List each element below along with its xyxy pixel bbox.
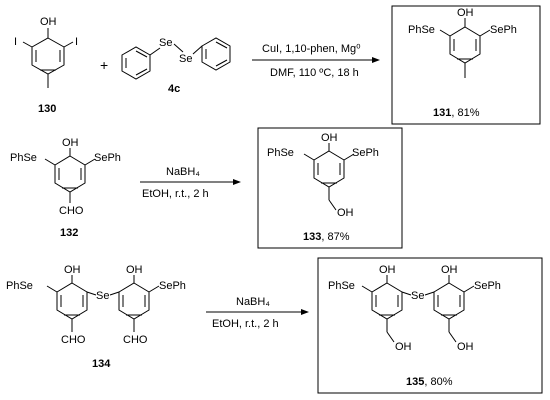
- hydroxyl-label: OH: [62, 137, 79, 149]
- phenylselanyl-left-label: PhSe: [328, 280, 355, 292]
- product-133: OH PhSe SePh OH 133, 87%: [257, 127, 403, 249]
- hydroxyl-label-2: OH: [126, 264, 143, 276]
- hydroxyl-label: OH: [321, 132, 338, 144]
- hydroxymethyl-label-1: OH: [395, 341, 412, 353]
- hydroxymethyl-label: OH: [337, 207, 354, 219]
- selenium-bridge-label: Se: [96, 290, 109, 302]
- phenylselanyl-left-label: PhSe: [267, 147, 294, 159]
- reaction-arrow-1: CuI, 1,10-phen, Mg⁰ DMF, 110 ºC, 18 h: [252, 43, 380, 79]
- hydroxyl-label-1: OH: [379, 264, 396, 276]
- hydroxymethyl-label-2: OH: [457, 341, 474, 353]
- phenylselanyl-right-label: SePh: [474, 280, 501, 292]
- plus-sign: +: [100, 57, 108, 73]
- hydroxyl-label: OH: [457, 7, 474, 19]
- hydroxyl-label-2: OH: [441, 264, 458, 276]
- iodo-label-right: I: [75, 36, 78, 48]
- conditions-top-2: NaBH₄: [166, 166, 200, 178]
- compound-4c: Se Se 4c: [121, 37, 231, 95]
- product-label-131: 131, 81%: [433, 107, 480, 119]
- reaction-arrow-3: NaBH₄ EtOH, r.t., 2 h: [206, 296, 309, 330]
- phenylselanyl-left-label: PhSe: [10, 152, 37, 164]
- aldehyde-label-2: CHO: [123, 334, 148, 346]
- phenylselanyl-right-label: SePh: [352, 147, 379, 159]
- selenium-bridge-label: Se: [411, 290, 424, 302]
- conditions-bottom-3: EtOH, r.t., 2 h: [212, 318, 279, 330]
- reaction-arrow-2: NaBH₄ EtOH, r.t., 2 h: [140, 166, 241, 200]
- product-label-133: 133, 87%: [303, 231, 350, 243]
- hydroxyl-label-1: OH: [64, 264, 81, 276]
- phenylselanyl-left-label: PhSe: [6, 280, 33, 292]
- compound-id-134: 134: [92, 358, 111, 370]
- phenylselanyl-left-label: PhSe: [408, 24, 435, 36]
- conditions-top-1: CuI, 1,10-phen, Mg⁰: [262, 43, 361, 55]
- product-131: OH PhSe SePh 131, 81%: [391, 5, 541, 125]
- conditions-top-3: NaBH₄: [236, 296, 270, 308]
- phenylselanyl-right-label: SePh: [94, 152, 121, 164]
- compound-134: OH OH PhSe Se SePh CHO CHO 134: [6, 264, 186, 370]
- product-135: OH OH PhSe Se SePh OH OH 135, 80%: [317, 257, 543, 394]
- aldehyde-label: CHO: [59, 205, 84, 217]
- selenium-label-1: Se: [159, 37, 172, 49]
- compound-132: OH PhSe SePh CHO 132: [10, 137, 121, 239]
- conditions-bottom-2: EtOH, r.t., 2 h: [142, 188, 209, 200]
- hydroxyl-label: OH: [40, 16, 57, 28]
- phenylselanyl-right-label: SePh: [159, 280, 186, 292]
- compound-id-130: 130: [38, 103, 56, 115]
- iodo-label-left: I: [14, 36, 17, 48]
- compound-id-132: 132: [60, 227, 78, 239]
- product-label-135: 135, 80%: [406, 376, 453, 388]
- compound-id-4c: 4c: [168, 83, 180, 95]
- conditions-bottom-1: DMF, 110 ºC, 18 h: [270, 67, 359, 79]
- compound-130: OH I I 130: [14, 16, 78, 115]
- aldehyde-label-1: CHO: [61, 334, 86, 346]
- selenium-label-2: Se: [179, 53, 192, 65]
- phenylselanyl-right-label: SePh: [490, 24, 517, 36]
